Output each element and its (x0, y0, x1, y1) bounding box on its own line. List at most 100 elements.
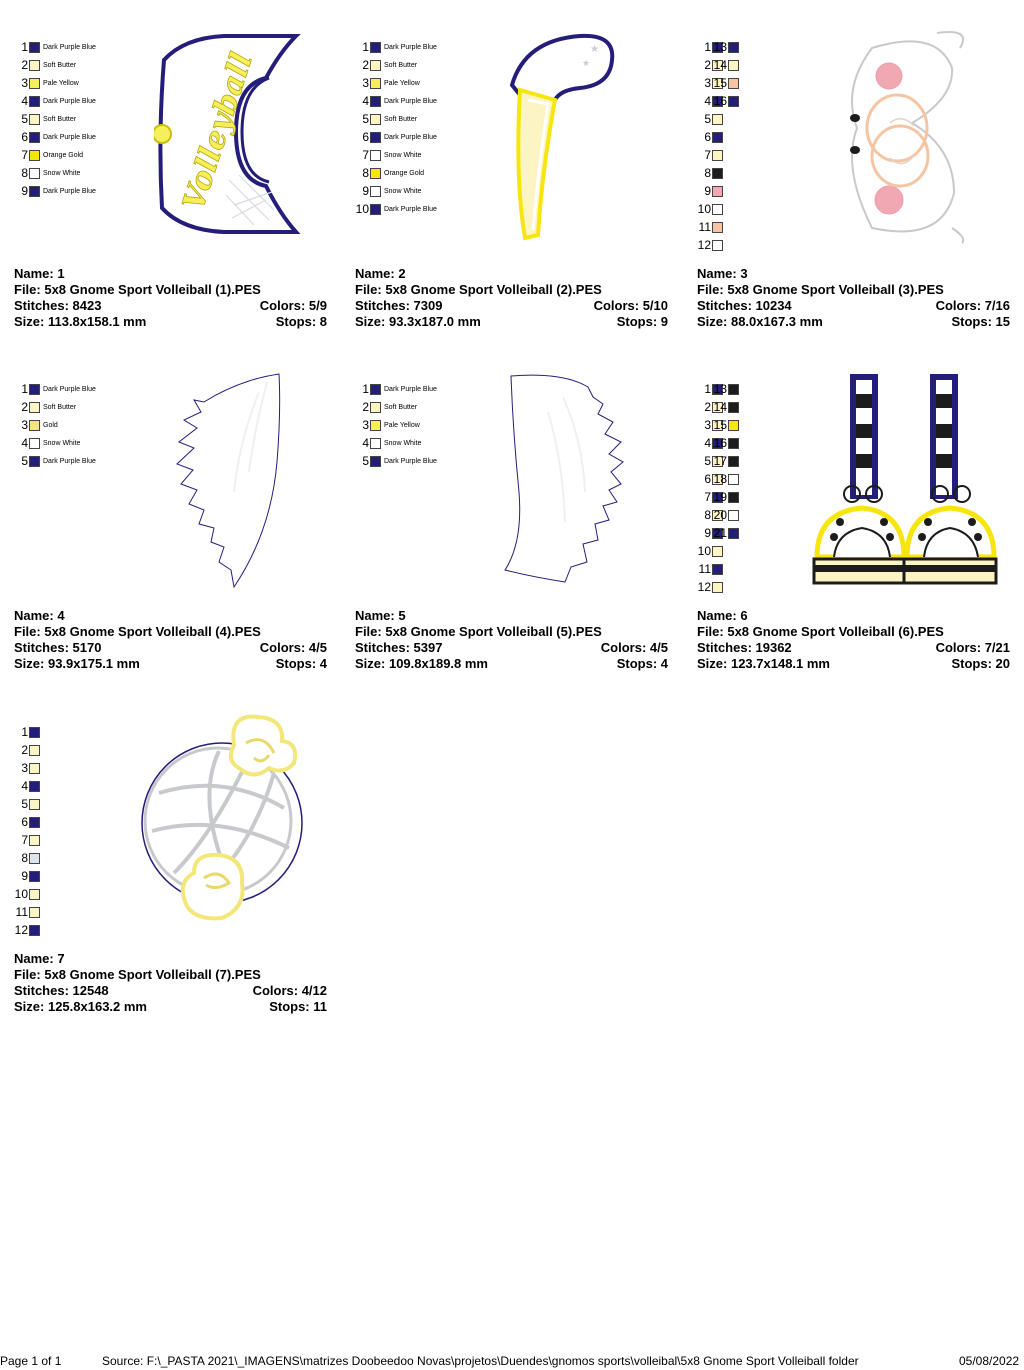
legend-number: 20 (713, 508, 727, 522)
legend-row: 2 (14, 741, 40, 759)
color-name: Soft Butter (43, 115, 77, 123)
legend-number: 8 (21, 166, 28, 180)
color-swatch (712, 95, 723, 107)
legend-number: 11 (698, 562, 711, 576)
legend-row: 1 (14, 723, 40, 741)
legend-number: 2 (704, 400, 711, 414)
legend-row: 20 (711, 506, 739, 524)
color-name: Pale Yellow (384, 421, 420, 429)
color-swatch (29, 744, 40, 756)
legend-number: 4 (704, 436, 711, 450)
color-swatch (29, 780, 40, 792)
legend-row: 11 (14, 903, 40, 921)
design-preview-2: ★ ★ (509, 33, 615, 241)
legend-number: 9 (704, 184, 711, 198)
legend-number: 15 (713, 76, 727, 90)
color-swatch (370, 419, 381, 431)
color-swatch (712, 527, 723, 539)
color-swatch (370, 113, 381, 125)
color-swatch (370, 131, 381, 143)
color-swatch (29, 113, 40, 125)
svg-text:★: ★ (590, 44, 599, 55)
color-swatch (712, 59, 723, 71)
color-name: Dark Purple Blue (384, 385, 437, 393)
color-swatch (29, 401, 40, 413)
legend-number: 19 (713, 490, 727, 504)
color-name: Soft Butter (384, 115, 418, 123)
design-info-3: Name: 3 File: 5x8 Gnome Sport Volleiball… (697, 266, 1010, 329)
legend-number: 1 (21, 725, 28, 739)
legend-number: 1 (362, 40, 369, 54)
color-swatch (712, 401, 723, 413)
legend-number: 6 (704, 130, 711, 144)
color-swatch (712, 491, 723, 503)
legend-number: 2 (362, 400, 369, 414)
color-swatch (712, 203, 723, 215)
legend-number: 2 (21, 400, 28, 414)
legend-row: 7 (14, 831, 40, 849)
color-swatch (728, 401, 739, 413)
color-swatch (29, 77, 40, 89)
color-swatch (370, 149, 381, 161)
legend-row: 16 (711, 92, 739, 110)
legend-number: 5 (362, 454, 369, 468)
legend-number: 3 (704, 418, 711, 432)
color-swatch (728, 473, 739, 485)
color-name: Dark Purple Blue (43, 43, 96, 51)
color-name: Dark Purple Blue (384, 43, 437, 51)
color-name: Snow White (384, 151, 422, 159)
color-name: Pale Yellow (384, 79, 420, 87)
color-name: Dark Purple Blue (43, 385, 96, 393)
legend-number: 5 (362, 112, 369, 126)
color-swatch (712, 545, 723, 557)
legend-number: 8 (362, 166, 369, 180)
legend-number: 10 (355, 202, 369, 216)
legend-row: 6 (697, 128, 723, 146)
legend-number: 4 (21, 94, 28, 108)
color-swatch (712, 77, 723, 89)
color-swatch (370, 185, 381, 197)
legend-row: 5 Soft Butter (355, 110, 437, 128)
color-swatch (712, 509, 723, 521)
legend-number: 5 (21, 112, 28, 126)
color-swatch (712, 239, 723, 251)
legend-row: 1 (697, 380, 723, 398)
legend-row: 12 (697, 236, 723, 254)
legend-row: 5 (14, 795, 40, 813)
legend-number: 1 (704, 40, 711, 54)
color-swatch (29, 167, 40, 179)
footer-date: 05/08/2022 (959, 1354, 1020, 1368)
legend-number: 8 (704, 508, 711, 522)
legend-number: 4 (21, 779, 28, 793)
color-swatch (712, 437, 723, 449)
legend-number: 7 (362, 148, 369, 162)
legend-number: 3 (21, 418, 28, 432)
color-swatch (728, 509, 739, 521)
legend-number: 12 (697, 238, 711, 252)
color-swatch (29, 437, 40, 449)
color-swatch (712, 563, 723, 575)
legend-number: 1 (21, 40, 28, 54)
legend-row: 12 (14, 921, 40, 939)
legend-number: 11 (15, 905, 28, 919)
svg-text:★: ★ (582, 59, 590, 69)
design-info-5: Name: 5 File: 5x8 Gnome Sport Volleiball… (355, 608, 668, 671)
design-info-1: Name: 1 File: 5x8 Gnome Sport Volleiball… (14, 266, 327, 329)
